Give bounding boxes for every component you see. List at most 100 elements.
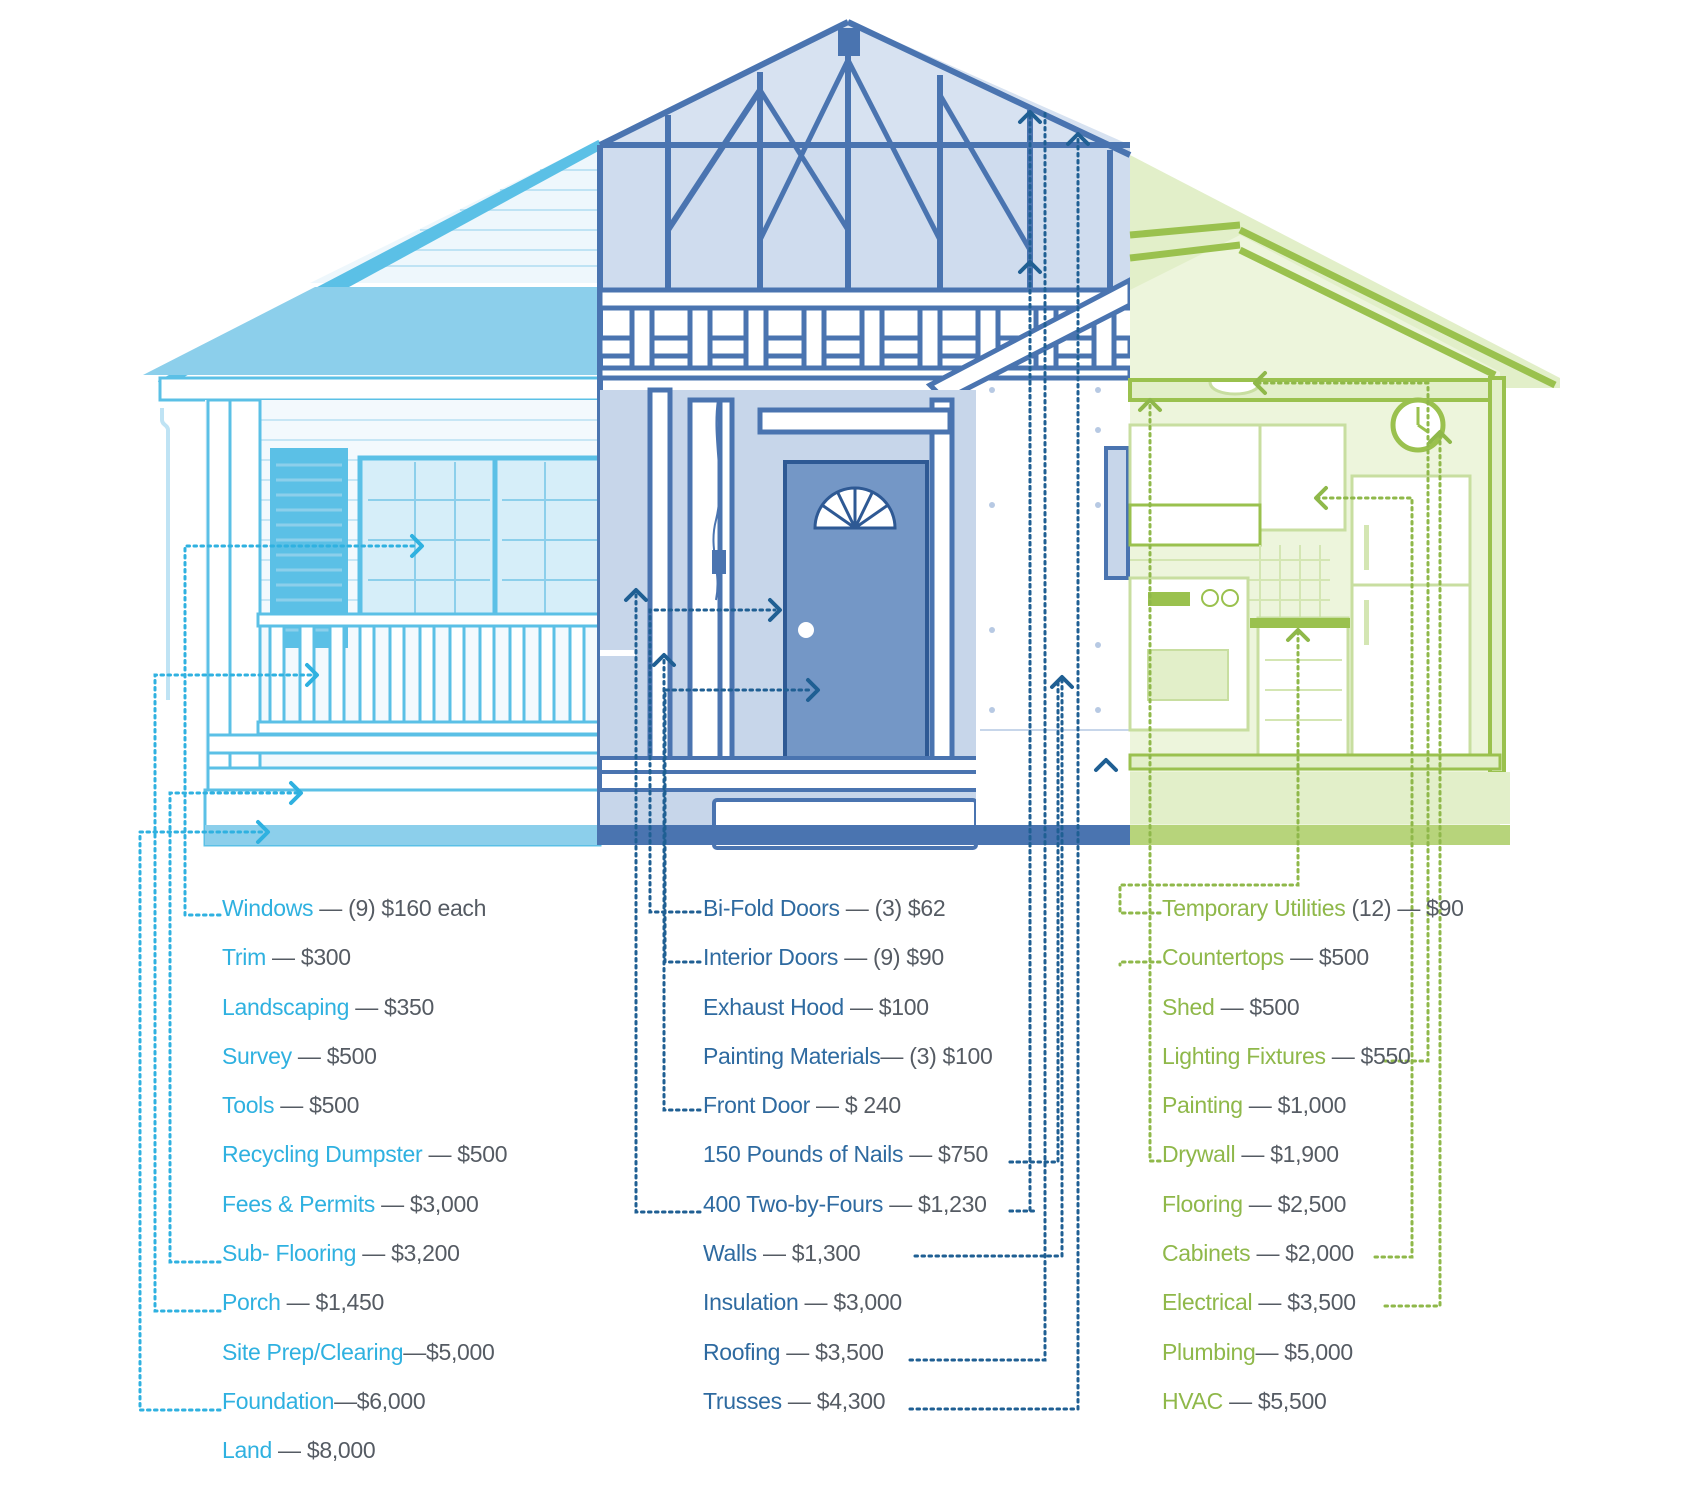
cost-item-amount: $2,000 [1285, 1240, 1354, 1267]
cost-item-label: 150 Pounds of Nails [703, 1141, 904, 1168]
cost-item-amount: $1,300 [791, 1240, 861, 1267]
cost-item-separator: — [1250, 1240, 1286, 1267]
cost-item-separator: — [271, 1437, 307, 1464]
cost-item-label: Trim [222, 944, 266, 971]
cost-item-label: Electrical [1162, 1289, 1253, 1316]
cost-item-amount: $6,000 [356, 1387, 426, 1414]
cost-item: Temporary Utilities (12) — $90 [1162, 893, 1464, 942]
interior-section [1128, 155, 1560, 845]
cost-item-amount: $500 [326, 1042, 377, 1069]
cost-item-separator: — [356, 1240, 392, 1267]
cost-item: Flooring — $2,500 [1162, 1189, 1464, 1238]
cost-item: Shed — $500 [1162, 992, 1464, 1041]
cost-item-label: Temporary Utilities [1162, 895, 1346, 921]
cost-item-separator: — [313, 895, 349, 921]
cost-item-label: Painting [1162, 1092, 1243, 1119]
cost-item-label: Foundation [222, 1387, 335, 1414]
cost-item-separator: — [403, 1338, 426, 1365]
cost-item-separator: — [1242, 1190, 1278, 1217]
cost-item-amount: $500 [1249, 993, 1300, 1020]
cost-item-amount: $500 [457, 1141, 508, 1168]
cost-item-amount: $8,000 [306, 1437, 376, 1464]
cost-item: Land — $8,000 [222, 1435, 507, 1484]
cost-item: Walls — $1,300 [703, 1238, 993, 1287]
cost-item-amount: (3) $100 [909, 1042, 993, 1069]
cost-item: Recycling Dumpster — $500 [222, 1139, 508, 1188]
cost-item-amount: $5,000 [1284, 1338, 1353, 1365]
cost-item-amount: (9) $90 [873, 944, 944, 971]
cost-item-label: Sub- Flooring [222, 1240, 357, 1267]
cost-item-amount: $4,300 [816, 1387, 886, 1414]
cost-item-amount: $1,000 [1277, 1092, 1347, 1119]
cost-item-label: Trusses [703, 1387, 782, 1414]
cost-item-separator: — [1214, 993, 1250, 1020]
cost-item-label: Plumbing [1162, 1338, 1256, 1365]
cost-item: Site Prep/Clearing—$5,000 [222, 1337, 507, 1386]
cost-item: Fees & Permits — $3,000 [222, 1189, 507, 1238]
cost-item-label: Roofing [703, 1338, 781, 1365]
connector-arrows [256, 110, 1452, 844]
cost-item-amount: $3,500 [1287, 1289, 1356, 1316]
cost-item-label: Interior Doors [703, 944, 839, 971]
cost-item-separator: — [1252, 1289, 1288, 1316]
cost-item-label: Lighting Fixtures [1162, 1042, 1326, 1069]
cost-item-label: 400 Two-by-Fours [703, 1190, 884, 1217]
cost-item: Cabinets — $2,000 [1162, 1238, 1464, 1287]
cost-item-amount: (9) $160 each [348, 895, 487, 921]
cost-item-separator: — [903, 1141, 939, 1168]
cost-item-separator: — [780, 1338, 816, 1365]
cost-item-separator: — [1255, 1338, 1285, 1365]
cost-item-label: HVAC [1162, 1387, 1223, 1414]
cost-item: Sub- Flooring — $3,200 [222, 1238, 507, 1287]
cost-item-label: Tools [222, 1092, 275, 1119]
cost-item: 150 Pounds of Nails — $750 [703, 1139, 993, 1188]
cost-item-amount: $100 [878, 993, 929, 1020]
cost-item-separator: — [265, 944, 301, 971]
cost-item: Trim — $300 [222, 942, 507, 991]
cost-item-amount: $3,500 [815, 1338, 884, 1365]
cost-item-amount: $750 [938, 1141, 989, 1168]
cost-item-separator: — [375, 1190, 410, 1217]
cost-item-separator: — [334, 1387, 357, 1414]
cost-item-amount: $ 240 [844, 1092, 901, 1119]
cost-item: Roofing — $3,500 [703, 1337, 993, 1386]
cost-item-label: Bi-Fold Doors [703, 895, 840, 921]
cost-item-label: Shed [1162, 993, 1215, 1020]
cost-item: Drywall — $1,900 [1162, 1139, 1464, 1188]
framing-section [597, 19, 1133, 850]
cost-item: Tools — $500 [222, 1090, 507, 1139]
cost-item-amount: $3,200 [391, 1240, 460, 1267]
cost-item-label: Countertops [1162, 944, 1284, 971]
cost-item-label: Recycling Dumpster [222, 1141, 423, 1168]
cost-item: Interior Doors — (9) $90 [703, 942, 993, 991]
cost-item-separator: — [809, 1092, 845, 1119]
cost-item-separator: — [843, 993, 879, 1020]
cost-item: Front Door — $ 240 [703, 1090, 993, 1139]
cost-item-separator: — [280, 1289, 316, 1316]
cost-item-label: Land [222, 1437, 272, 1464]
cost-item: Countertops — $500 [1162, 942, 1464, 991]
cost-item-label: Walls [703, 1240, 757, 1267]
cost-item-label: Painting Materials [703, 1042, 881, 1069]
cost-item-separator: — [880, 1042, 910, 1069]
cost-item: Painting Materials— (3) $100 [703, 1041, 993, 1090]
cost-item: 400 Two-by-Fours — $1,230 [703, 1189, 993, 1238]
cost-item-separator: — [798, 1289, 834, 1316]
cost-item-separator: — [349, 993, 385, 1020]
cost-item: Trusses — $4,300 [703, 1386, 993, 1435]
cost-item-label: Site Prep/Clearing [222, 1338, 404, 1365]
cost-item: Landscaping — $350 [222, 992, 507, 1041]
cost-item-separator: — [422, 1141, 458, 1168]
cost-item-label: Cabinets [1162, 1240, 1251, 1267]
cost-item-amount: $550 [1360, 1042, 1411, 1069]
cost-item-label: Survey [222, 1042, 292, 1069]
cost-item-amount: $90 [1426, 895, 1464, 921]
cost-item-amount: $1,230 [918, 1190, 987, 1217]
cost-item-amount: $3,000 [833, 1289, 902, 1316]
cost-item: Bi-Fold Doors — (3) $62 [703, 893, 993, 942]
cost-item-separator: — [756, 1240, 792, 1267]
finished-exterior-section [143, 139, 603, 847]
